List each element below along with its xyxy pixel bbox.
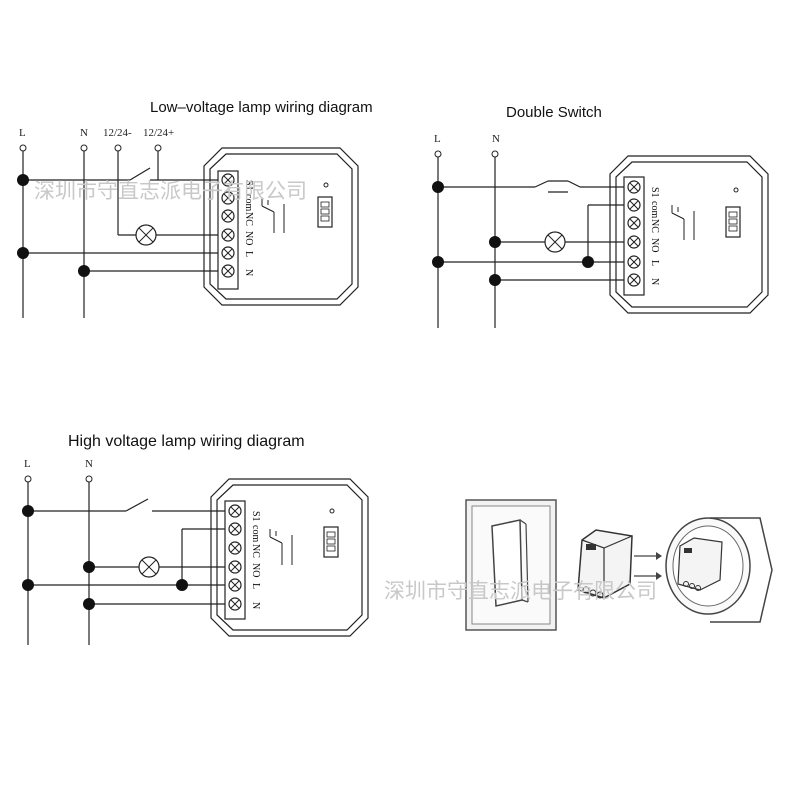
relay-switch-symbol (269, 529, 293, 565)
junction-dot (176, 579, 188, 591)
label-l: L (19, 127, 26, 139)
junction-dot (432, 256, 444, 268)
watermark-text: 深圳市守直志派电子有限公司 (384, 579, 657, 603)
terminal-l: L (250, 583, 261, 589)
indicator-led (323, 182, 329, 188)
junction-dot (582, 256, 594, 268)
smart-relay-module-icon (577, 529, 633, 599)
wall-switch-plate (465, 499, 557, 631)
junction-dot (489, 236, 501, 248)
junction-dot (22, 579, 34, 591)
relay-switch-symbol (261, 198, 285, 233)
terminal-nc: NC (250, 544, 261, 558)
terminal-nc: NC (243, 212, 254, 226)
terminal-com: com (649, 201, 660, 218)
terminal-n: N (649, 278, 660, 285)
installation-illustration (465, 499, 773, 631)
high-voltage-diagram: High voltage lamp wiring diagram L N (22, 433, 369, 645)
lamp-icon (135, 224, 157, 246)
terminal-nc: NC (649, 219, 660, 233)
relay-module: S1 com NC NO L N (609, 155, 769, 314)
terminal-s1: S1 (243, 180, 254, 191)
label-12-24-minus: 12/24- (103, 127, 132, 139)
label-n: N (85, 458, 93, 470)
terminal-no: NO (649, 238, 660, 252)
terminal-s1: S1 (649, 187, 660, 198)
double-switch-title: Double Switch (506, 104, 602, 121)
wires (438, 180, 634, 281)
supply-lines (19, 144, 162, 318)
junction-dot (432, 181, 444, 193)
terminal-com: com (250, 525, 261, 542)
indicator-led (733, 187, 739, 193)
indicator-led (329, 508, 335, 514)
terminal-no: NO (243, 231, 254, 245)
lamp-icon (138, 556, 160, 578)
label-n: N (80, 127, 88, 139)
low-voltage-title: Low–voltage lamp wiring diagram (150, 99, 373, 116)
terminal-l: L (649, 260, 660, 266)
terminal-no: NO (250, 563, 261, 577)
lamp-icon (544, 231, 566, 253)
junction-dot (22, 505, 34, 517)
wires (28, 498, 235, 605)
double-switch-diagram: Double Switch L N (432, 104, 769, 328)
low-voltage-diagram: Low–voltage lamp wiring diagram L N 12/2… (17, 99, 373, 318)
wall-box-icon (665, 517, 773, 623)
relay-switch-symbol (671, 205, 695, 240)
junction-dot (78, 265, 90, 277)
terminal-l: L (243, 251, 254, 257)
high-voltage-title: High voltage lamp wiring diagram (68, 433, 305, 450)
junction-dot (17, 247, 29, 259)
relay-module: S1 com NC NO L N (203, 147, 359, 306)
junction-dot (489, 274, 501, 286)
watermark-text: 深圳市守直志派电子有限公司 (34, 179, 307, 203)
terminal-n: N (243, 269, 254, 276)
label-n: N (492, 133, 500, 145)
junction-dot (17, 174, 29, 186)
label-l: L (434, 133, 441, 145)
terminal-s1: S1 (250, 511, 261, 522)
terminal-n: N (250, 602, 261, 609)
junction-dot (83, 598, 95, 610)
label-12-24-plus: 12/24+ (143, 127, 174, 139)
label-l: L (24, 458, 31, 470)
relay-module: S1 com NC NO L N (210, 478, 369, 637)
junction-dot (83, 561, 95, 573)
arrow-icon (634, 552, 662, 580)
terminal-com: com (243, 194, 254, 211)
